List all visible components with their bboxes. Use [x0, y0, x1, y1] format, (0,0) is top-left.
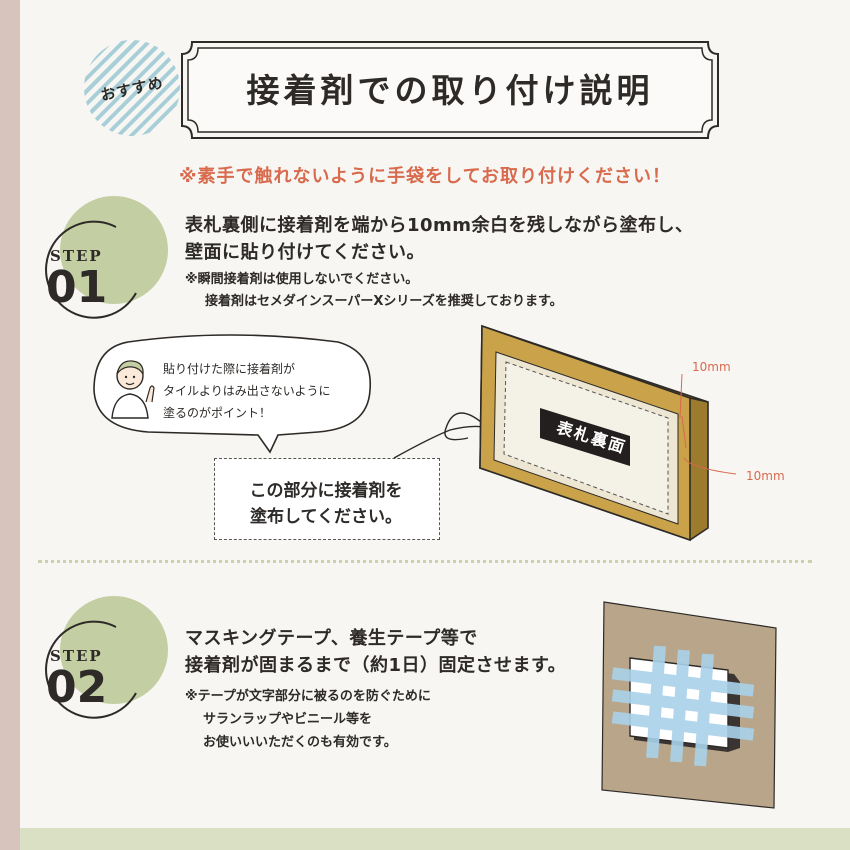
step2-label: STEP	[50, 647, 103, 665]
step2-number: 02	[46, 662, 108, 713]
page-title: 接着剤での取り付け説明	[246, 71, 654, 110]
person-illustration	[111, 360, 155, 419]
callout-line-1: この部分に接着剤を	[249, 481, 403, 501]
step2-blob	[60, 596, 168, 704]
step2-note1: ※テープが文字部分に被るのを防ぐために	[185, 689, 431, 704]
step1-note1: ※瞬間接着剤は使用しないでください。	[185, 272, 419, 287]
title-frame	[181, 41, 719, 139]
speech-line-3: 塗るのがポイント！	[163, 406, 272, 420]
speech-bubble	[93, 334, 371, 454]
step2-note3: お使いいいただくのも有効です。	[203, 735, 397, 750]
step1-blob	[60, 196, 168, 304]
callout-text: この部分に接着剤を 塗布してください。	[214, 478, 438, 530]
callout-line-2: 塗布してください。	[250, 507, 402, 527]
speech-line-2: タイルよりはみ出さないように	[163, 384, 331, 398]
dimension-top: 10mm	[692, 360, 731, 374]
nameplate-back-illustration	[393, 324, 737, 542]
step1-number: 01	[46, 262, 108, 313]
step1-ring	[45, 220, 137, 319]
left-decor-bar	[0, 0, 20, 850]
dimension-bottom: 10mm	[746, 469, 785, 483]
recommend-badge	[84, 40, 180, 136]
step2-note2: サランラップやビニール等を	[203, 712, 373, 727]
glove-warning: ※素手で触れないように手袋をしてお取り付けください！	[178, 166, 672, 187]
step1-label: STEP	[50, 247, 103, 265]
callout-box	[214, 458, 440, 540]
bottom-decor-bar	[20, 828, 850, 850]
step1-line2: 壁面に貼り付けてください。	[185, 242, 425, 263]
step1-note2: 接着剤はセメダインスーパーXシリーズを推奨しております。	[205, 294, 563, 309]
taped-plate-illustration	[601, 601, 777, 809]
section-divider	[38, 560, 812, 563]
step2-ring	[45, 620, 137, 719]
step1-line1: 表札裏側に接着剤を端から10mm余白を残しながら塗布し、	[185, 215, 694, 236]
step2-line1: マスキングテープ、養生テープ等で	[185, 628, 478, 649]
step2-line2: 接着剤が固まるまで（約1日）固定させます。	[185, 655, 567, 676]
speech-line-1: 貼り付けた際に接着剤が	[163, 362, 296, 376]
speech-text: 貼り付けた際に接着剤が タイルよりはみ出さないように 塗るのがポイント！	[163, 358, 331, 424]
